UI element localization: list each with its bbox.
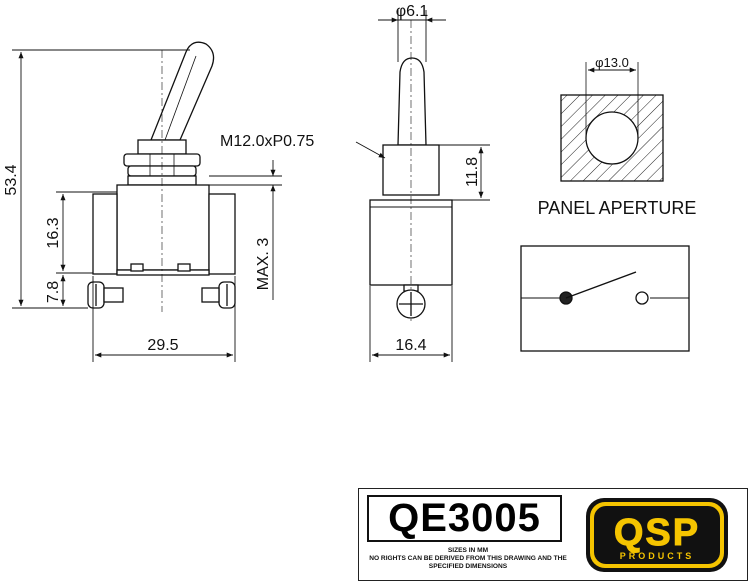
front-dimension-lines (12, 49, 282, 362)
switch-schematic (520, 245, 690, 352)
qsp-logo: QSP PRODUCTS (586, 498, 728, 572)
terminal-screw-left (87, 281, 124, 309)
dim-thread: M12.0xP0.75 (220, 133, 314, 150)
drawing-notes: SIZES IN MM NO RIGHTS CAN BE DERIVED FRO… (361, 547, 575, 571)
dim-overall-width: 29.5 (147, 337, 178, 354)
side-body (369, 199, 453, 286)
panel-aperture-label: PANEL APERTURE (538, 198, 697, 218)
logo-text: QSP (614, 512, 700, 554)
dim-aperture-diameter: φ13.0 (595, 55, 629, 70)
part-number-box: QE3005 (367, 495, 562, 542)
dim-terminal-height: 7.8 (45, 281, 62, 303)
dim-lever-diameter: φ6.1 (396, 3, 429, 20)
side-tab-left (92, 193, 118, 275)
note-line: SIZES IN MM (447, 547, 489, 554)
part-number: QE3005 (388, 496, 541, 540)
switch-body (116, 184, 210, 271)
dim-max-3: MAX. 3 (255, 238, 272, 291)
panel-aperture-drawing (560, 62, 664, 182)
note-line: SPECIFIED DIMENSIONS (428, 563, 508, 570)
side-lever (397, 57, 427, 146)
front-view (87, 41, 236, 312)
terminal-screw-right (201, 281, 236, 309)
title-block: QE3005 SIZES IN MM NO RIGHTS CAN BE DERI… (358, 488, 748, 581)
side-dimension-lines (355, 10, 490, 362)
logo-subtext: PRODUCTS (620, 551, 695, 561)
dim-overall-height: 53.4 (3, 164, 20, 195)
dim-side-width: 16.4 (395, 337, 426, 354)
dim-body-height: 16.3 (45, 217, 62, 248)
toggle-lever (150, 41, 215, 141)
side-view (369, 20, 453, 322)
schematic-contact-open (635, 291, 649, 305)
dim-bushing-height: 11.8 (464, 157, 481, 187)
note-line: NO RIGHTS CAN BE DERIVED FROM THIS DRAWI… (369, 555, 567, 562)
side-tab-right (208, 193, 236, 275)
